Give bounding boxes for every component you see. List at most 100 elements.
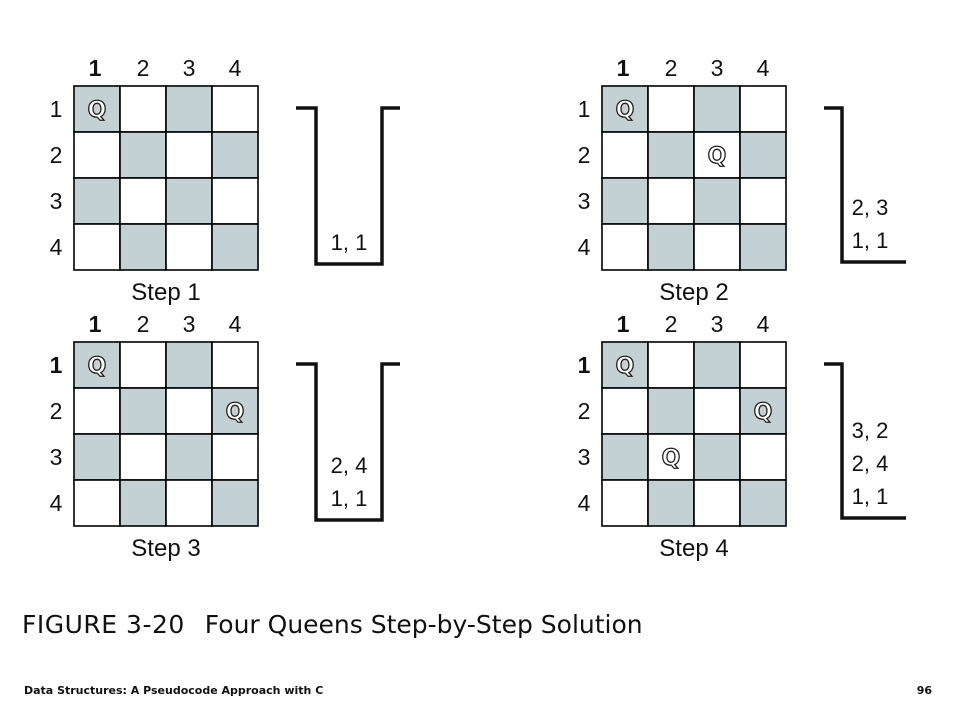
figure-caption: FIGURE 3-20 Four Queens Step-by-Step Solu… <box>22 610 643 639</box>
board-square <box>165 131 213 179</box>
column-label: 2 <box>665 55 678 81</box>
column-label: 4 <box>229 311 242 337</box>
column-label: 1 <box>89 311 102 337</box>
board-square <box>119 177 167 225</box>
row-label: 1 <box>50 96 63 122</box>
row-label: 1 <box>50 352 63 378</box>
board-square <box>693 223 741 271</box>
board-square <box>119 85 167 133</box>
row-label: 3 <box>578 188 591 214</box>
board-square <box>647 131 695 179</box>
board-square <box>211 85 259 133</box>
board-square <box>693 177 741 225</box>
board-square <box>165 433 213 481</box>
board-square <box>739 433 787 481</box>
board-square <box>165 85 213 133</box>
board-square <box>647 479 695 527</box>
stack-entry: 2, 3 <box>852 195 889 220</box>
row-label: 2 <box>50 142 63 168</box>
figure-title: Four Queens Step-by-Step Solution <box>204 610 643 639</box>
column-label: 1 <box>89 55 102 81</box>
queen-icon: Q <box>616 354 635 379</box>
row-label: 3 <box>578 444 591 470</box>
board-square <box>739 85 787 133</box>
column-label: 1 <box>617 55 630 81</box>
board-square <box>739 131 787 179</box>
board-square <box>211 131 259 179</box>
board-square <box>647 387 695 435</box>
column-label: 4 <box>757 55 770 81</box>
board-square <box>693 85 741 133</box>
board-square <box>73 433 121 481</box>
footer-book-title: Data Structures: A Pseudocode Approach w… <box>24 684 324 697</box>
board-square <box>647 223 695 271</box>
step-label: Step 2 <box>659 279 728 306</box>
board-square <box>73 341 121 389</box>
row-label: 4 <box>50 234 63 260</box>
board-square <box>647 85 695 133</box>
column-label: 3 <box>183 311 196 337</box>
queen-icon: Q <box>616 98 635 123</box>
queen-icon: Q <box>708 144 727 169</box>
board-square <box>119 479 167 527</box>
row-label: 4 <box>578 234 591 260</box>
stack-entry: 2, 4 <box>852 451 889 476</box>
board-square <box>211 223 259 271</box>
column-label: 3 <box>711 311 724 337</box>
board-square <box>601 387 649 435</box>
board-square <box>211 387 259 435</box>
row-label: 4 <box>50 490 63 516</box>
board-square <box>73 177 121 225</box>
stack-container <box>296 362 400 522</box>
board-square <box>601 85 649 133</box>
column-label: 3 <box>183 55 196 81</box>
row-label: 3 <box>50 444 63 470</box>
row-label: 1 <box>578 96 591 122</box>
column-label: 2 <box>137 55 150 81</box>
board-square <box>693 479 741 527</box>
board-square <box>739 341 787 389</box>
queen-icon: Q <box>754 400 773 425</box>
board-square <box>211 341 259 389</box>
figure-number: FIGURE 3-20 <box>22 610 185 639</box>
row-label: 4 <box>578 490 591 516</box>
board-square <box>73 387 121 435</box>
board-square <box>601 177 649 225</box>
row-label: 2 <box>578 142 591 168</box>
step-label: Step 3 <box>131 535 200 562</box>
board-square <box>647 433 695 481</box>
board-square <box>693 433 741 481</box>
board-square <box>601 479 649 527</box>
board-square <box>165 177 213 225</box>
board-square <box>739 479 787 527</box>
stack-entry: 2, 4 <box>331 453 368 478</box>
column-label: 2 <box>137 311 150 337</box>
board-square <box>119 387 167 435</box>
board-square <box>693 387 741 435</box>
queen-icon: Q <box>88 98 107 123</box>
board-square <box>739 177 787 225</box>
stack-entry: 3, 2 <box>852 418 889 443</box>
stack-entry: 1, 1 <box>852 484 889 509</box>
row-label: 1 <box>578 352 591 378</box>
board-square <box>165 387 213 435</box>
board-square <box>601 131 649 179</box>
stack-container <box>824 362 906 520</box>
board-square <box>647 341 695 389</box>
column-label: 4 <box>757 311 770 337</box>
stack-entry: 1, 1 <box>331 230 368 255</box>
row-label: 2 <box>50 398 63 424</box>
board-square <box>211 177 259 225</box>
board-square <box>165 223 213 271</box>
board-square <box>211 479 259 527</box>
stack-container <box>824 106 906 264</box>
row-label: 2 <box>578 398 591 424</box>
board-square <box>601 223 649 271</box>
stack-entry: 1, 1 <box>852 228 889 253</box>
board-square <box>119 341 167 389</box>
queen-icon: Q <box>88 354 107 379</box>
